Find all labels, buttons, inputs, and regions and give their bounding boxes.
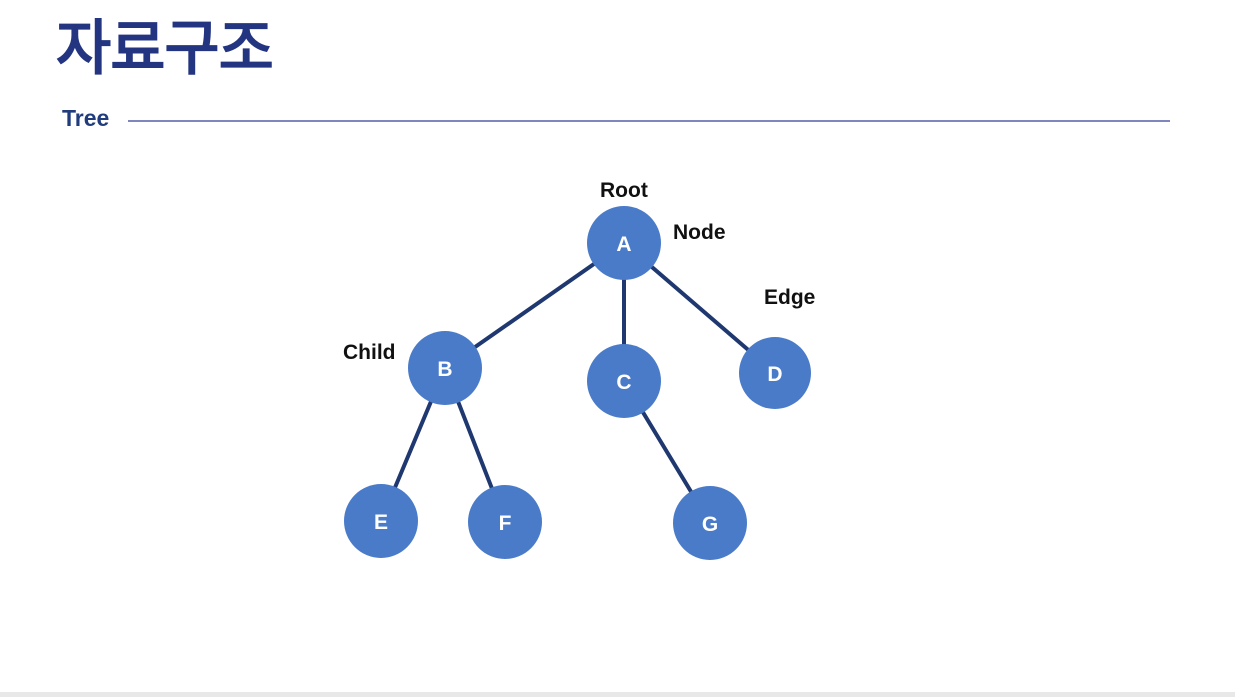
annotation-child: Child [343, 341, 396, 364]
tree-node-label-G: G [702, 513, 718, 536]
bottom-edge-bar [0, 692, 1235, 697]
tree-node-C [587, 344, 661, 418]
annotation-root: Root [600, 179, 648, 202]
annotation-node: Node [673, 221, 726, 244]
tree-node-D [739, 337, 811, 409]
tree-node-label-B: B [437, 358, 452, 381]
tree-node-G [673, 486, 747, 560]
tree-node-label-A: A [616, 233, 631, 256]
tree-node-label-E: E [374, 511, 388, 534]
tree-node-label-D: D [767, 363, 782, 386]
tree-node-E [344, 484, 418, 558]
tree-node-A [587, 206, 661, 280]
slide-subtitle: Tree [62, 105, 110, 131]
slide-title: 자료구조 [56, 15, 274, 82]
tree-node-label-F: F [499, 512, 512, 535]
tree-node-B [408, 331, 482, 405]
subtitle-divider-line [128, 120, 1170, 122]
tree-node-F [468, 485, 542, 559]
annotation-edge: Edge [764, 286, 815, 309]
tree-node-label-C: C [616, 371, 631, 394]
